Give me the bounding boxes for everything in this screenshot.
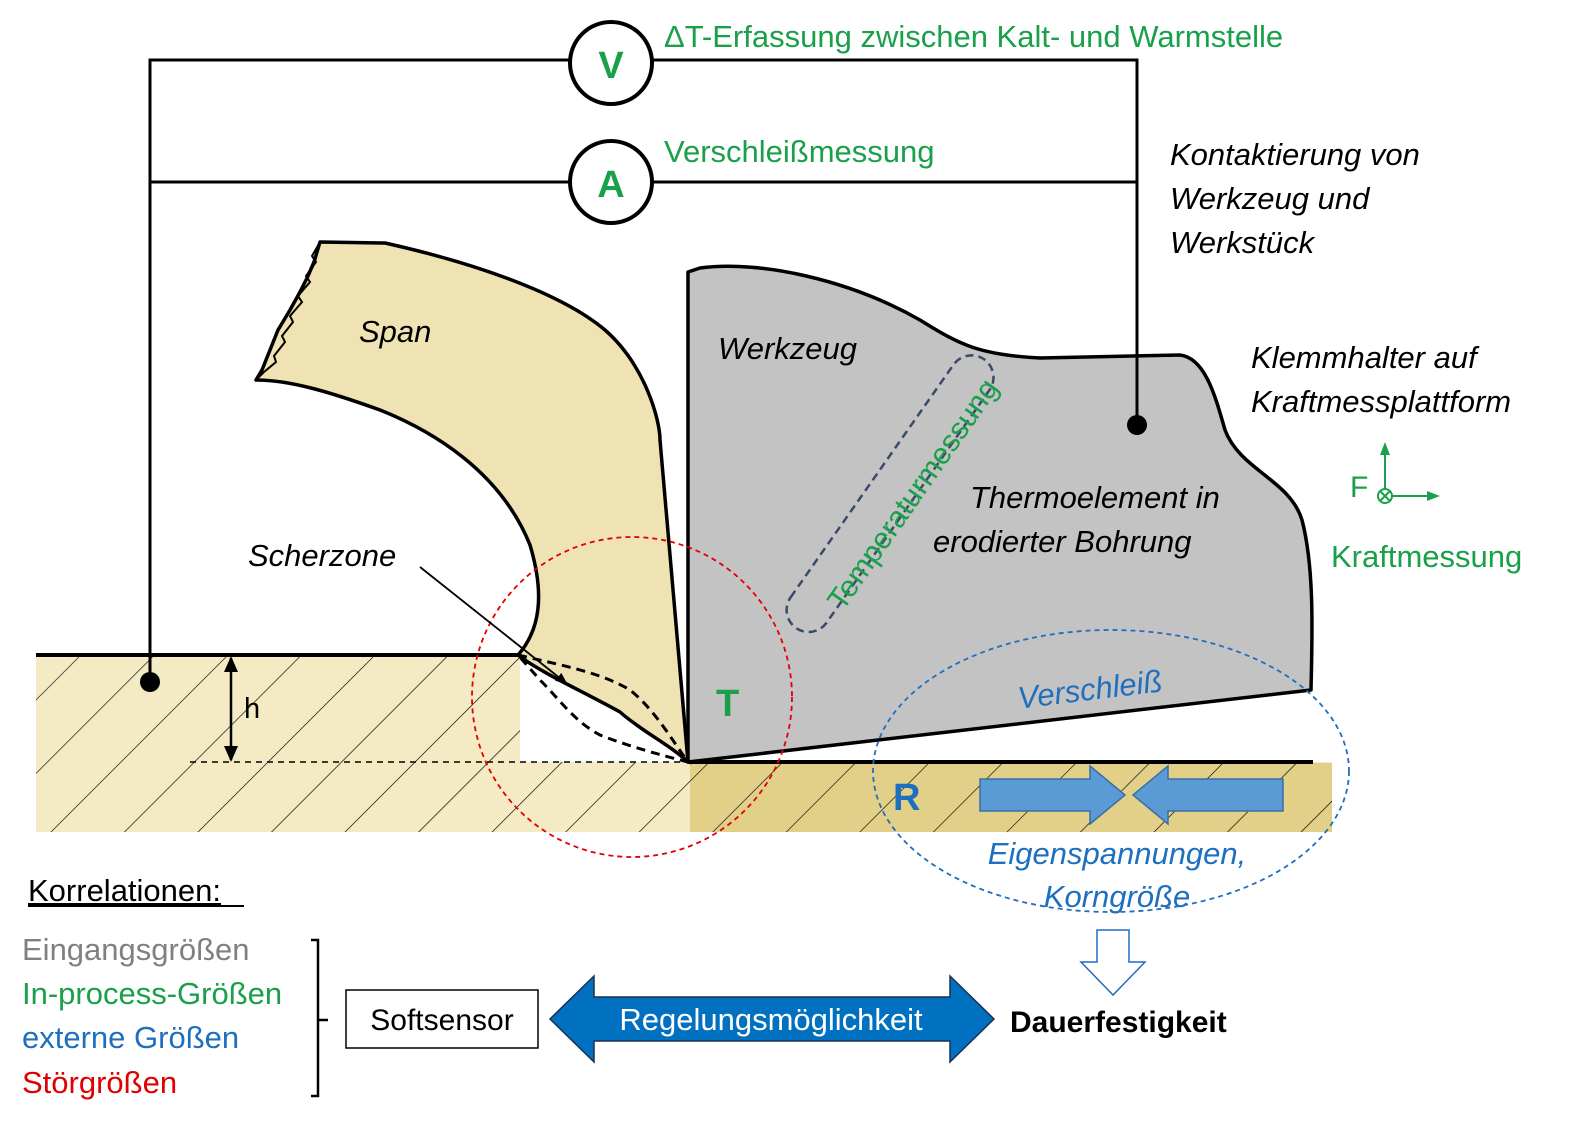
regelung-label: Regelungsmöglichkeit: [619, 1002, 923, 1037]
kontaktierung-line-1: Kontaktierung von: [1170, 137, 1420, 172]
legend-title: Korrelationen:: [28, 873, 221, 908]
legend-item-eingangsgroessen: Eingangsgrößen: [22, 932, 250, 967]
correlation-legend: Korrelationen: Eingangsgrößen In-process…: [22, 873, 328, 1100]
cut-depth-arrow-head-top: [224, 656, 238, 672]
legend-item-externe-groessen: externe Größen: [22, 1020, 239, 1055]
delta-t-label: ΔT-Erfassung zwischen Kalt- und Warmstel…: [664, 19, 1283, 54]
force-axis-into-page-cross: [1379, 490, 1391, 502]
tool-contact-dot: [1127, 415, 1147, 435]
amperemeter: A: [568, 139, 654, 225]
dauerfestigkeit-down-arrow: [1079, 929, 1147, 997]
cut-depth-arrow-head-bottom: [224, 746, 238, 762]
dauerfestigkeit-label: Dauerfestigkeit: [1010, 1006, 1227, 1039]
scherzone-pointer-arrow: [419, 566, 568, 685]
klemmhalter-line-1: Klemmhalter auf: [1251, 340, 1480, 375]
verschleissmessung-label: Verschleißmessung: [664, 134, 935, 169]
legend-item-stoergroessen: Störgrößen: [22, 1065, 177, 1100]
residual-stress-arrow-right: [979, 764, 1127, 826]
tool-contact-wire: [652, 58, 1139, 425]
cut-depth-label: h: [244, 693, 260, 725]
force-axes-icon: [1377, 442, 1440, 504]
voltmeter-circle: [568, 20, 654, 106]
tool-werkzeug: [686, 264, 1314, 764]
legend-item-in-process-groessen: In-process-Größen: [22, 976, 282, 1011]
legend-brace: [311, 938, 328, 1098]
wear-zone-ellipse: [872, 629, 1350, 913]
scherzone-label: Scherzone: [248, 538, 396, 573]
roughness-symbol: R: [893, 777, 920, 819]
chip-span: [254, 240, 690, 764]
thermoelement-line-1: Thermoelement in: [970, 480, 1220, 515]
temperature-zone-circle: [471, 536, 793, 858]
residual-stress-arrow-left: [1131, 764, 1284, 826]
amperemeter-circle: [568, 139, 654, 225]
werkzeug-label: Werkzeug: [718, 331, 857, 366]
eigenspannungen-line-2: Korngröße: [1044, 879, 1190, 914]
workpiece-contact-dot: [140, 672, 160, 692]
klemmhalter-line-2: Kraftmessplattform: [1251, 384, 1511, 419]
temperature-symbol: T: [716, 683, 739, 725]
kontaktierung-line-3: Werkstück: [1170, 225, 1316, 260]
workpiece-contact-wire: [148, 58, 570, 682]
force-symbol-label: F: [1350, 471, 1368, 504]
thermoelement-line-2: erodierter Bohrung: [933, 524, 1192, 559]
regelung-double-arrow: [548, 974, 996, 1064]
measurement-circuit: [148, 58, 1139, 682]
kontaktierung-line-2: Werkzeug und: [1170, 181, 1371, 216]
kraftmessung-label: Kraftmessung: [1331, 539, 1522, 574]
span-label: Span: [359, 314, 431, 349]
chip-serrated-edge: [255, 241, 321, 381]
softsensor-box: [345, 989, 539, 1049]
softsensor-label: Softsensor: [370, 1004, 513, 1037]
thermocouple-bore: [785, 354, 995, 634]
eigenspannungen-line-1: Eigenspannungen,: [988, 836, 1247, 871]
amperemeter-symbol: A: [597, 164, 624, 206]
voltmeter: V: [568, 20, 654, 106]
voltmeter-symbol: V: [598, 45, 624, 87]
force-axis-vertical-head: [1380, 442, 1390, 455]
force-axis-horizontal-head: [1427, 491, 1440, 501]
